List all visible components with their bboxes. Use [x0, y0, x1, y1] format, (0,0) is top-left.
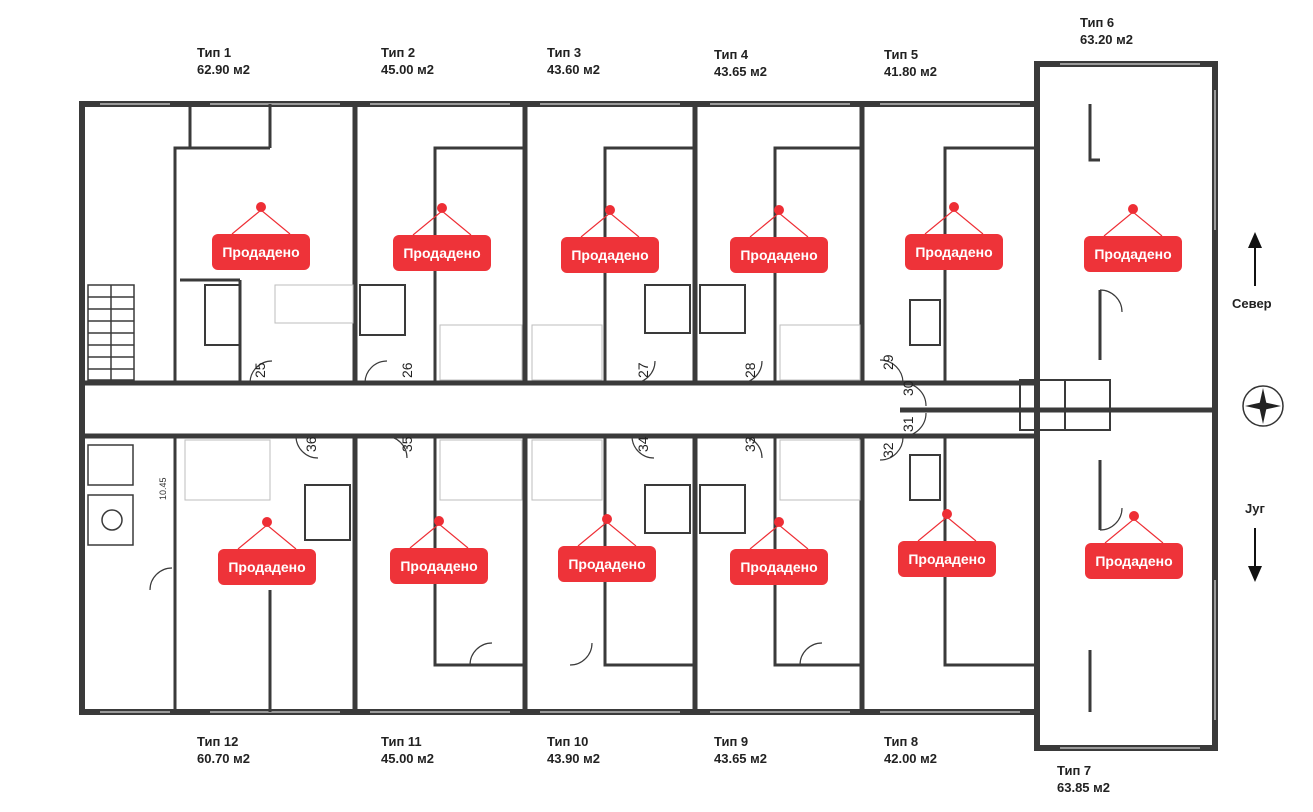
sold-marker-icon	[774, 517, 784, 527]
sold-tag-type-10[interactable]: Продадено	[558, 514, 656, 582]
sold-marker-icon	[949, 202, 959, 212]
sold-marker-icon	[605, 205, 615, 215]
door-number-27: 27	[635, 362, 651, 378]
sold-tag-type-7[interactable]: Продадено	[1085, 511, 1183, 579]
sold-marker-icon	[437, 203, 447, 213]
sold-tag-type-3[interactable]: Продадено	[561, 205, 659, 273]
door-number-36: 36	[303, 436, 319, 452]
south-arrow-icon	[1248, 566, 1262, 582]
sold-marker-icon	[256, 202, 266, 212]
door-number-31: 31	[900, 416, 916, 432]
door-number-29: 29	[880, 354, 896, 370]
door-number-34: 34	[635, 436, 651, 452]
south-label: Југ	[1245, 501, 1265, 516]
sold-marker-icon	[1129, 511, 1139, 521]
door-number-25: 25	[252, 362, 268, 378]
sold-marker-icon	[774, 205, 784, 215]
sold-tag-type-6[interactable]: Продадено	[1084, 204, 1182, 272]
door-number-32: 32	[880, 442, 896, 458]
sold-tag-type-8[interactable]: Продадено	[898, 509, 996, 577]
north-arrow-shaft	[1254, 246, 1256, 286]
sold-tag-type-2[interactable]: Продадено	[393, 203, 491, 271]
sold-marker-icon	[262, 517, 272, 527]
compass-icon	[1242, 385, 1284, 427]
sold-tag-type-5[interactable]: Продадено	[905, 202, 1003, 270]
door-number-28: 28	[742, 362, 758, 378]
door-number-35: 35	[399, 436, 415, 452]
sold-tag-type-11[interactable]: Продадено	[390, 516, 488, 584]
sold-tag-type-4[interactable]: Продадено	[730, 205, 828, 273]
door-number-26: 26	[399, 362, 415, 378]
north-arrow-icon	[1248, 232, 1262, 248]
door-number-33: 33	[742, 436, 758, 452]
sold-tag-type-12[interactable]: Продадено	[218, 517, 316, 585]
sold-tag-type-1[interactable]: Продадено	[212, 202, 310, 270]
sold-marker-icon	[1128, 204, 1138, 214]
sold-marker-icon	[602, 514, 612, 524]
sold-marker-icon	[434, 516, 444, 526]
south-arrow-shaft	[1254, 528, 1256, 568]
sold-tag-type-9[interactable]: Продадено	[730, 517, 828, 585]
north-label: Север	[1232, 296, 1272, 311]
stair-elevation: 10.45	[158, 477, 168, 500]
door-number-30: 30	[900, 380, 916, 396]
sold-marker-icon	[942, 509, 952, 519]
